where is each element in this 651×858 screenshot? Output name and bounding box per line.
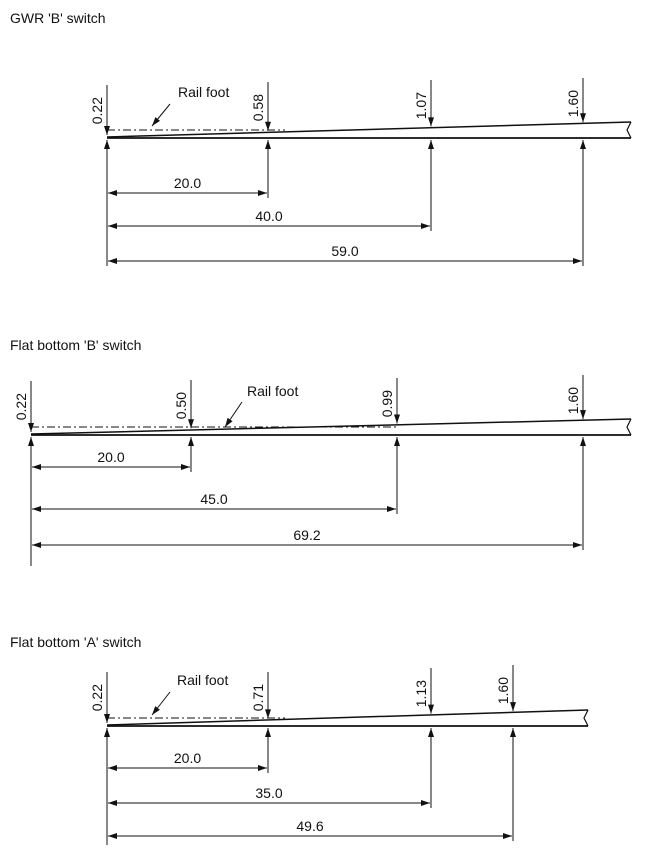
distance-label: 45.0 bbox=[200, 491, 227, 507]
height-label: 0.22 bbox=[89, 684, 105, 711]
distance-label: 40.0 bbox=[255, 208, 282, 224]
height-label: 0.22 bbox=[13, 393, 29, 420]
distance-label: 49.6 bbox=[296, 818, 323, 834]
distance-label: 20.0 bbox=[97, 449, 124, 465]
arrowhead bbox=[108, 190, 117, 196]
arrowhead bbox=[152, 117, 161, 126]
arrowhead bbox=[503, 833, 512, 839]
switch-rail-top-line bbox=[106, 121, 632, 138]
diagram-title: GWR 'B' switch bbox=[10, 10, 106, 26]
break-mark bbox=[626, 121, 632, 139]
height-label: 1.07 bbox=[413, 92, 429, 119]
arrowhead bbox=[265, 140, 271, 149]
height-label: 0.50 bbox=[173, 392, 189, 419]
arrowhead bbox=[108, 765, 117, 771]
distance-label: 69.2 bbox=[293, 527, 320, 543]
arrowhead bbox=[28, 437, 34, 446]
arrowhead bbox=[188, 419, 194, 429]
arrowhead bbox=[573, 542, 582, 548]
distance-label: 59.0 bbox=[331, 243, 358, 259]
height-label: 0.22 bbox=[89, 97, 105, 124]
arrowhead bbox=[510, 702, 516, 712]
height-label: 1.60 bbox=[565, 387, 581, 414]
rail-foot-label: Rail foot bbox=[247, 383, 298, 399]
height-label: 1.60 bbox=[565, 90, 581, 117]
arrowhead bbox=[580, 437, 586, 446]
arrowhead bbox=[104, 728, 110, 737]
arrowhead bbox=[428, 704, 434, 714]
distance-label: 35.0 bbox=[255, 785, 282, 801]
arrowhead bbox=[104, 126, 110, 135]
arrowhead bbox=[421, 800, 430, 806]
height-label: 1.60 bbox=[495, 677, 511, 704]
arrowhead bbox=[580, 140, 586, 149]
arrowhead bbox=[152, 706, 160, 715]
arrowhead bbox=[573, 258, 582, 264]
arrowhead bbox=[394, 437, 400, 446]
arrowhead bbox=[181, 464, 190, 470]
height-label: 0.99 bbox=[379, 390, 395, 417]
arrowhead bbox=[104, 714, 110, 723]
arrowhead bbox=[32, 542, 41, 548]
arrowhead bbox=[108, 833, 117, 839]
break-mark bbox=[583, 709, 589, 727]
arrowhead bbox=[104, 140, 110, 149]
arrowhead bbox=[421, 223, 430, 229]
arrowhead bbox=[258, 190, 267, 196]
height-label: 1.13 bbox=[413, 680, 429, 707]
height-label: 0.58 bbox=[250, 94, 266, 121]
arrowhead bbox=[108, 800, 117, 806]
rail-foot-label: Rail foot bbox=[178, 84, 229, 100]
arrowhead bbox=[510, 728, 516, 737]
rail-foot-label: Rail foot bbox=[177, 672, 228, 688]
arrowhead bbox=[32, 506, 41, 512]
arrowhead bbox=[265, 121, 271, 131]
diagram-title: Flat bottom 'B' switch bbox=[10, 337, 141, 353]
distance-label: 20.0 bbox=[174, 750, 201, 766]
arrowhead bbox=[387, 506, 396, 512]
distance-label: 20.0 bbox=[174, 175, 201, 191]
arrowhead bbox=[580, 410, 586, 420]
arrowhead bbox=[394, 414, 400, 424]
arrowhead bbox=[28, 423, 34, 432]
diagram-title: Flat bottom 'A' switch bbox=[10, 634, 141, 650]
arrowhead bbox=[428, 117, 434, 127]
height-label: 0.71 bbox=[250, 684, 266, 711]
arrowhead bbox=[225, 417, 233, 427]
arrowhead bbox=[580, 113, 586, 123]
switch-rail-top-line bbox=[106, 709, 589, 726]
arrowhead bbox=[188, 437, 194, 446]
break-mark bbox=[626, 418, 632, 436]
arrowhead bbox=[258, 765, 267, 771]
arrowhead bbox=[32, 464, 41, 470]
arrowhead bbox=[108, 258, 117, 264]
arrowhead bbox=[108, 223, 117, 229]
arrowhead bbox=[265, 728, 271, 737]
arrowhead bbox=[428, 140, 434, 149]
arrowhead bbox=[265, 709, 271, 719]
arrowhead bbox=[428, 728, 434, 737]
